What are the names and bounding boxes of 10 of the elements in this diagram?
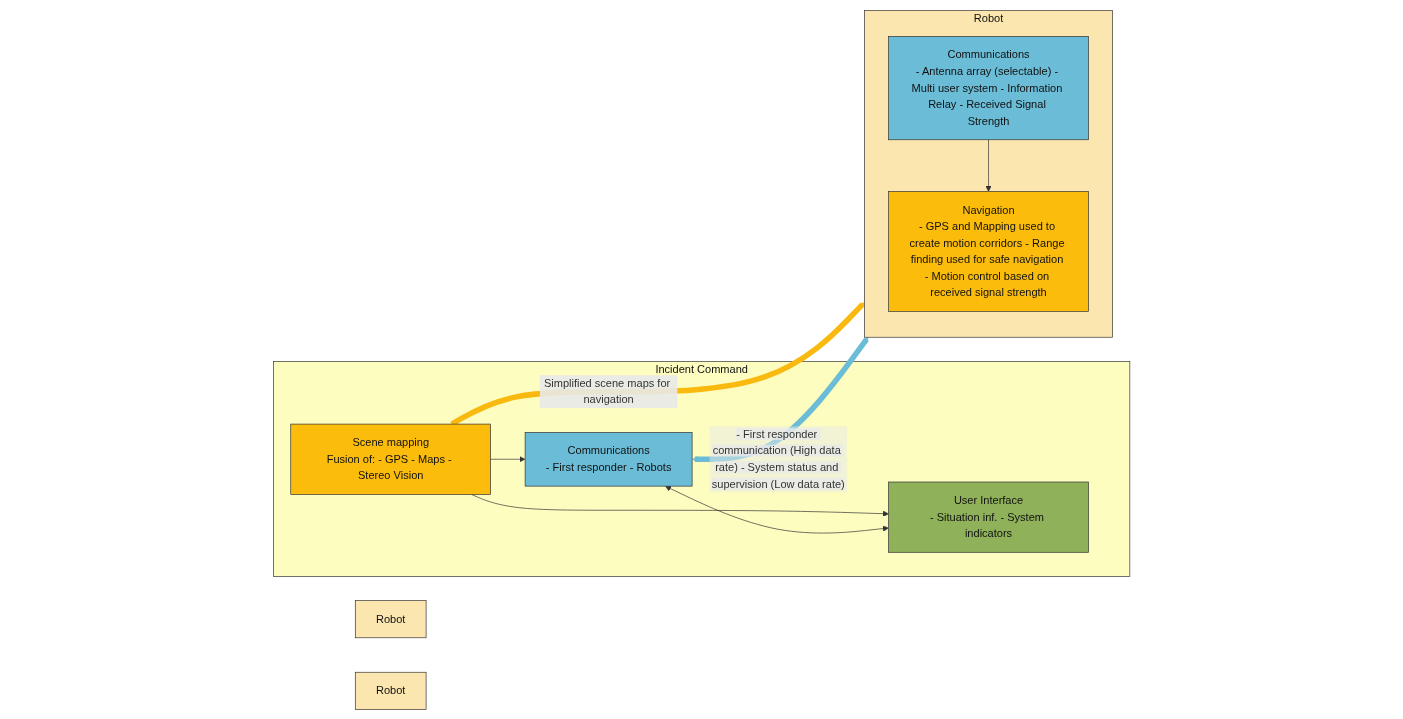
node-box: User Interface - Situation inf. - System indicators [888,481,1089,553]
node-box: Communications - First responder - Robots [524,431,693,486]
node-box: Navigation - GPS and Mapping used to create motion corridors - Range finding used for safe navigation - Motion control based on received signal strength [888,190,1089,312]
edge-label: Simplified scene maps for navigation [543,376,671,405]
node-box: Robot [354,599,427,638]
node-box: Scene mapping Fusion of: - GPS - Maps - Stereo Vision [290,423,491,495]
arrow [691,336,869,462]
node-box: Communications - Antenna array (selectable) - Multi user system - Information Relay - Received Signal Strength [888,35,1089,140]
node-box: Robot [354,671,427,710]
edge-label: - First responder communication (High data rate) - System status and supervision (Low data rate) [711,427,845,490]
